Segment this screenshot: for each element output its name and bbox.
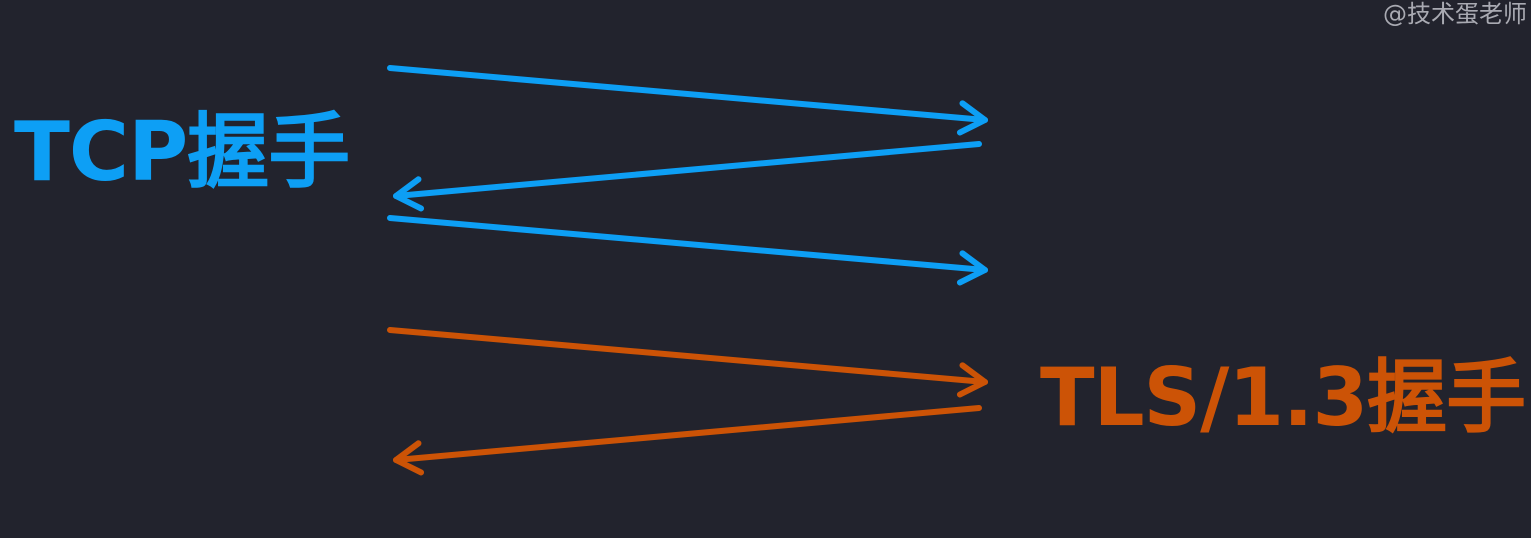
tls-arrow-2-to-client [393,405,982,476]
tls-handshake-label: TLS/1.3握手 [1040,351,1526,444]
tcp-arrow-3-to-server-shaft [387,215,988,273]
tcp-arrow-3-to-server [387,215,988,286]
tls-arrow-1-to-server-head [956,362,988,398]
tcp-handshake-label: TCP握手 [14,105,350,200]
tls-handshake-arrows [387,327,988,476]
tcp-arrow-2-to-client-head [393,176,425,212]
watermark-text: @技术蛋老师 [1383,0,1527,28]
tcp-arrow-2-to-client [393,141,982,212]
tls-arrow-1-to-server-shaft [387,327,988,385]
tcp-arrow-2-to-client-shaft [393,141,982,199]
tcp-arrow-1-to-server-head [956,100,988,136]
tcp-arrow-1-to-server-shaft [387,65,988,123]
tls-arrow-1-to-server [387,327,988,398]
tcp-handshake-arrows [387,65,988,286]
tcp-arrow-3-to-server-head [956,250,988,286]
tcp-arrow-1-to-server [387,65,988,136]
tls-arrow-2-to-client-shaft [393,405,982,463]
tls-arrow-2-to-client-head [393,440,425,476]
